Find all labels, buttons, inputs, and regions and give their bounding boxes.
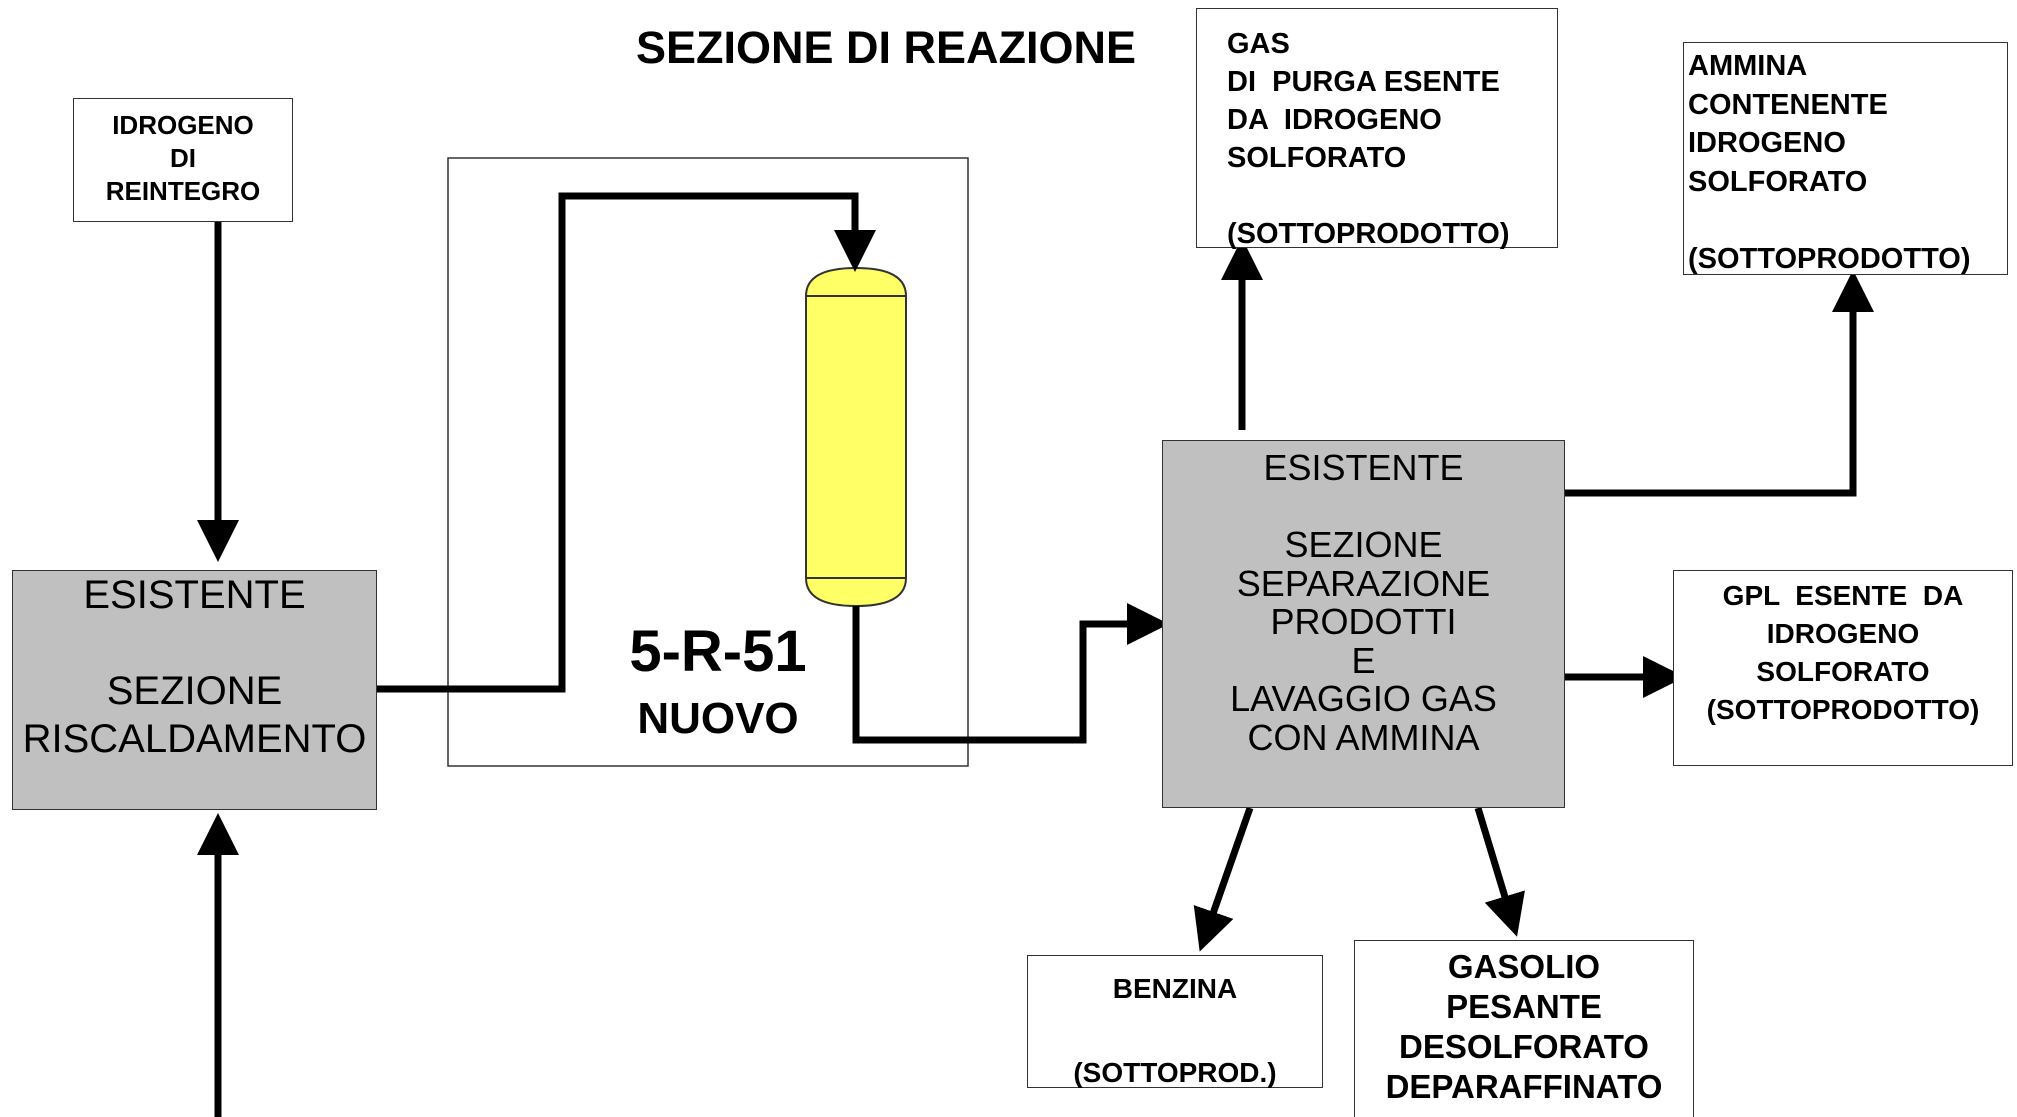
gpl-line-2: IDROGENO [1766, 618, 1920, 649]
amine-line [1565, 270, 1874, 497]
diagram-title: SEZIONE DI REAZIONE [636, 22, 1137, 73]
reactor-to-separation-line [852, 603, 1169, 744]
makeup-hydrogen-box: IDROGENO DI REINTEGRO [73, 98, 293, 222]
gpl-box: GPL ESENTE DA IDROGENO SOLFORATO (SOTTOP… [1673, 570, 2013, 766]
purge-gas-box: GAS DI PURGA ESENTE DA IDROGENO SOLFORAT… [1196, 8, 1558, 250]
purge-gas-line-4: SOLFORATO [1227, 142, 1407, 174]
separation-line-6: E [1351, 639, 1376, 681]
makeup-hydrogen-line-2: DI [170, 143, 196, 173]
amine-line-1: AMMINA [1688, 50, 1808, 82]
heating-section-block: ESISTENTE SEZIONE RISCALDAMENTO [12, 570, 377, 810]
amine-line-4: SOLFORATO [1688, 165, 1868, 198]
separation-line-7: LAVAGGIO GAS [1230, 678, 1497, 719]
reactor-tag: 5-R-51 [629, 619, 807, 684]
gasolio-line-3: DESOLFORATO [1399, 1028, 1649, 1065]
makeup-hydrogen-line-3: REINTEGRO [105, 176, 261, 206]
gasolio-line-4: DEPARAFFINATO [1385, 1068, 1663, 1105]
benzina-line-2 [1028, 1010, 1322, 1052]
heater-to-reactor-line [377, 192, 876, 693]
gpl-line-1: GPL ESENTE DA [1722, 580, 1964, 611]
purge-gas-line-3: DA IDROGENO [1227, 104, 1442, 136]
benzina-line-3: (SOTTOPROD.) [1073, 1057, 1277, 1088]
amine-box: AMMINA CONTENENTE IDROGENO SOLFORATO (SO… [1683, 42, 2008, 275]
gasolio-line [1474, 806, 1525, 937]
separation-line-3: SEZIONE [1284, 524, 1443, 565]
gpl-line-3: SOLFORATO [1756, 656, 1930, 687]
reactor-vessel [805, 266, 907, 608]
gasolio-line-1: GASOLIO [1447, 948, 1601, 985]
purge-gas-line-6: (SOTTOPRODOTTO) [1227, 218, 1510, 250]
amine-line-2: CONTENENTE [1688, 88, 1888, 121]
benzina-line [1193, 806, 1254, 952]
amine-line-6: (SOTTOPRODOTTO) [1688, 242, 1971, 275]
purge-gas-line-1: GAS [1227, 28, 1290, 60]
purge-gas-line-5 [1227, 177, 1557, 215]
heating-line-1: ESISTENTE [83, 573, 306, 617]
gasolio-line-2: PESANTE [1446, 988, 1602, 1025]
purge-gas-line-2: DI PURGA ESENTE [1227, 66, 1500, 98]
benzina-box: BENZINA (SOTTOPROD.) [1027, 955, 1323, 1088]
gasolio-box: GASOLIO PESANTE DESOLFORATO DEPARAFFINAT… [1354, 940, 1694, 1117]
separation-line-5: PRODOTTI [1270, 601, 1457, 642]
separation-section-block: ESISTENTE SEZIONE SEPARAZIONE PRODOTTI E… [1162, 440, 1565, 808]
amine-line-5 [1688, 201, 2007, 240]
gpl-line-4: (SOTTOPRODOTTO) [1706, 694, 1980, 725]
heating-line-2 [13, 619, 376, 667]
amine-line-3: IDROGENO [1688, 127, 1846, 159]
separation-line-4: SEPARAZIONE [1236, 562, 1491, 604]
heating-line-3: SEZIONE [106, 669, 283, 713]
benzina-line-1: BENZINA [1112, 973, 1238, 1004]
separation-line-2 [1163, 488, 1564, 527]
reactor-status: NUOVO [637, 694, 799, 743]
separation-line-1: ESISTENTE [1263, 447, 1464, 488]
makeup-hydrogen-line-1: IDROGENO [112, 110, 254, 140]
heating-line-4: RISCALDAMENTO [22, 717, 367, 761]
separation-line-8: CON AMMINA [1247, 716, 1480, 758]
